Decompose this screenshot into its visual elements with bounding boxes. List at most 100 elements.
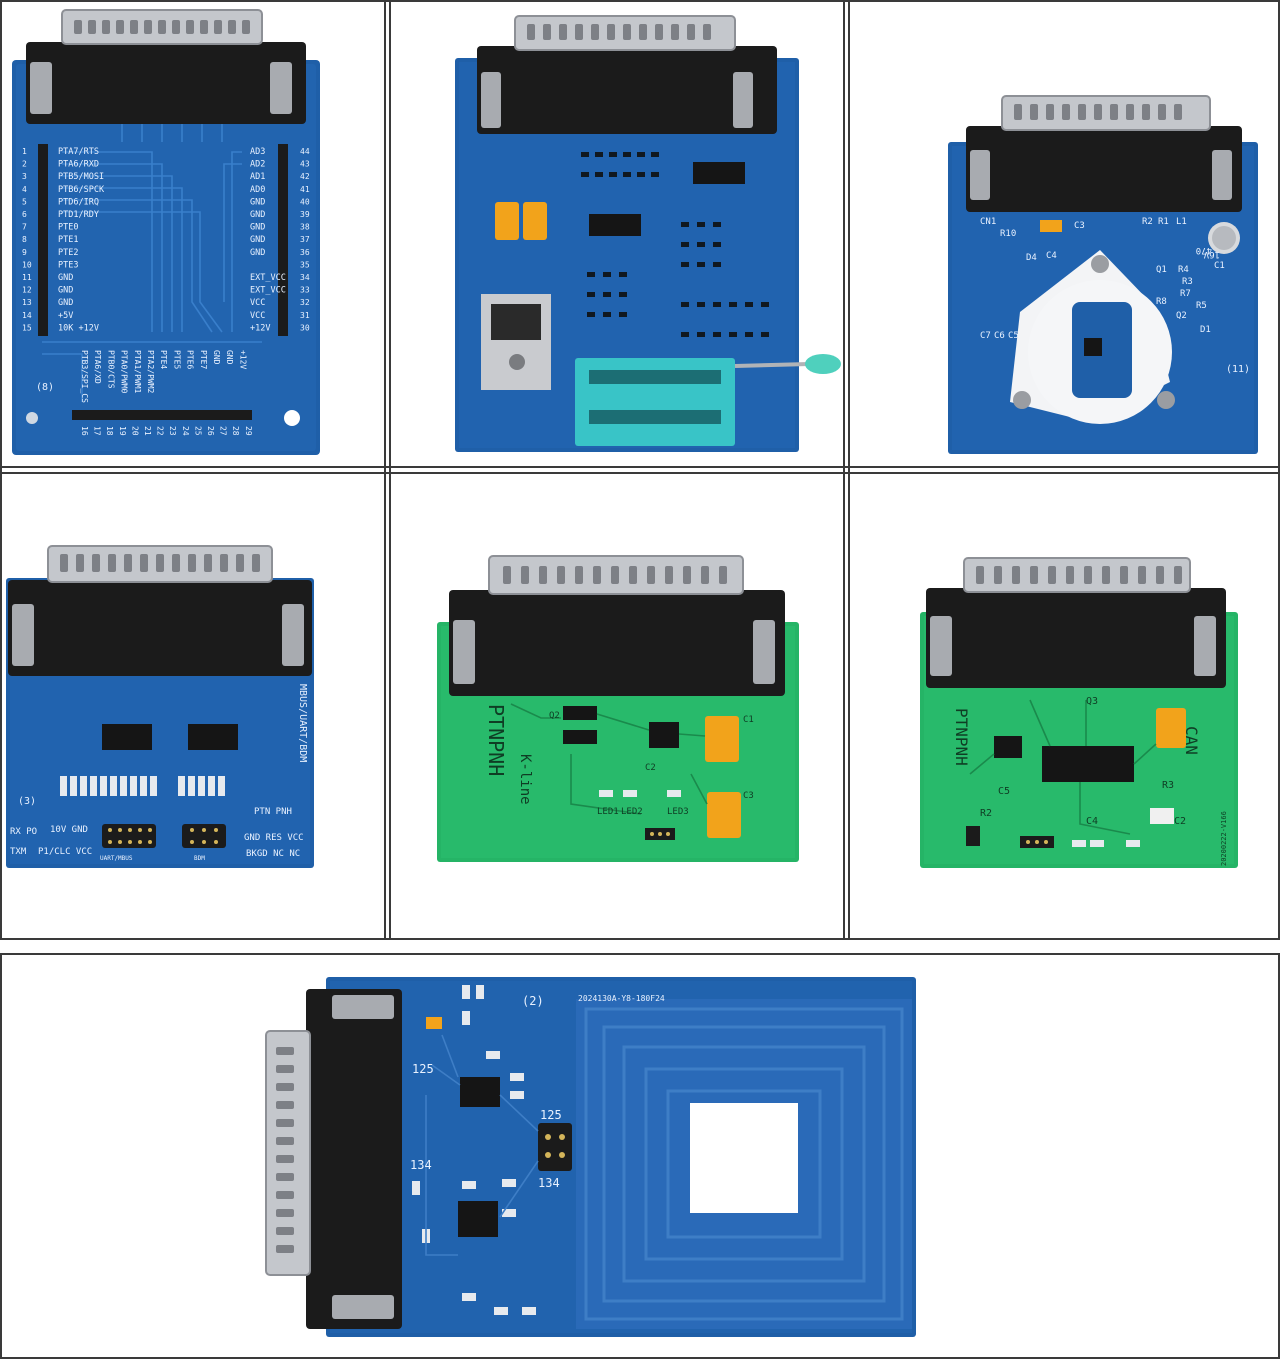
pin-label: PTE6	[186, 350, 195, 369]
pin-label: PTE1	[58, 235, 78, 245]
frame-col1a	[384, 0, 386, 940]
frame-col2a	[843, 0, 845, 940]
component-label: L1	[1176, 217, 1187, 227]
frame-row3-right	[1278, 953, 1280, 1359]
board-badge: (2)	[522, 994, 544, 1008]
frame-row3-left	[0, 953, 2, 1359]
pin-number: 5	[22, 197, 27, 206]
component-label: Q3	[1086, 696, 1098, 707]
pin-label: PTB3/SPI_CS	[80, 350, 89, 403]
component-label: C2	[1174, 816, 1186, 827]
pin-number: 8	[22, 235, 27, 244]
component-label: 20200222-V166	[1220, 811, 1228, 866]
pin-label: RX PO	[10, 827, 37, 837]
component-label: 125	[540, 1108, 562, 1122]
board-side-label: MBUS/UART/BDM	[297, 684, 308, 762]
pin-label: GND	[250, 223, 265, 233]
component-label: 470	[1196, 245, 1212, 255]
zif-socket-board-photo	[455, 15, 841, 452]
frame-col2b	[848, 0, 850, 940]
pin-number: 11	[22, 273, 32, 282]
pin-number: 42	[300, 172, 310, 181]
pin-label: GND	[58, 298, 73, 308]
component-label: Q1	[1156, 265, 1167, 275]
pin-number: 2	[22, 160, 27, 169]
component-label: R5	[1196, 301, 1207, 311]
pin-label: PTB5/MOSI	[58, 172, 104, 182]
component-label: R2	[1142, 217, 1153, 227]
frame-right	[1278, 0, 1280, 940]
pin-label: AD1	[250, 172, 265, 182]
pin-label: +12V	[238, 350, 247, 369]
component-label: C7	[980, 331, 991, 341]
pin-label: AD3	[250, 147, 265, 157]
brand-label: PTNPNH	[952, 708, 971, 766]
pin-label: PTA6/XD	[93, 350, 102, 384]
pin-number: 22	[156, 426, 165, 436]
zif-socket-board	[391, 2, 843, 466]
pin-number: 40	[300, 197, 310, 206]
board-badge: (3)	[18, 796, 36, 807]
pin-number: 26	[206, 426, 215, 436]
pin-number: 38	[300, 223, 310, 232]
pin-number: 7	[22, 223, 27, 232]
pin-number: 10	[22, 260, 32, 269]
pin-label: TXM	[10, 847, 27, 857]
component-label: LED3	[667, 807, 689, 817]
pin-number: 34	[300, 273, 310, 282]
mode-label: CAN	[1182, 726, 1201, 755]
pin-number: 3	[22, 172, 27, 181]
pin-label: PTA1/PWM1	[133, 350, 142, 394]
pin-label: GND	[58, 273, 73, 283]
pin-label: PTB6/SPCK	[58, 185, 105, 195]
frame-top	[0, 0, 1280, 2]
pin-label: PTE5	[172, 350, 181, 369]
pin-number: 18	[105, 426, 114, 436]
pin-label: PTA6/RXD	[58, 160, 99, 170]
component-label: LED1	[597, 807, 619, 817]
frame-row3-bottom	[0, 1357, 1280, 1359]
mode-label: K-line	[517, 754, 533, 805]
pin-label: PTB0/CTS	[106, 350, 115, 389]
pin-label: EXT_VCC	[250, 286, 286, 296]
pin-label: PTE4	[159, 350, 168, 369]
pin-number: 1	[22, 147, 27, 156]
pin-label: GND RES VCC	[244, 833, 304, 843]
pin-number: 36	[300, 248, 310, 257]
component-label: 2024130A-Y8-180F24	[578, 994, 665, 1003]
pin-number: 33	[300, 286, 310, 295]
pin-label: PTA0/PWM0	[120, 350, 129, 394]
component-label: LED2	[621, 807, 643, 817]
pin-label: GND	[250, 210, 265, 220]
component-label: C5	[998, 786, 1010, 797]
pin-label: GND	[212, 350, 221, 365]
component-label: C5	[1008, 331, 1019, 341]
pin-number: 15	[22, 323, 32, 332]
pin-label: PTE2	[58, 248, 78, 258]
frame-left	[0, 0, 2, 940]
pin-number: 44	[300, 147, 310, 156]
component-label: Q2	[1176, 311, 1187, 321]
pin-number: 23	[168, 426, 177, 436]
pin-number: 41	[300, 185, 310, 194]
pin-number: 43	[300, 160, 310, 169]
component-label: R2	[980, 808, 992, 819]
board-badge: (8)	[36, 382, 54, 393]
pin-label: P1/CLC VCC	[38, 847, 92, 857]
pin-number: 25	[193, 426, 202, 436]
component-label: R4	[1178, 265, 1189, 275]
pin-number: 35	[300, 260, 310, 269]
component-label: R1	[1158, 217, 1169, 227]
